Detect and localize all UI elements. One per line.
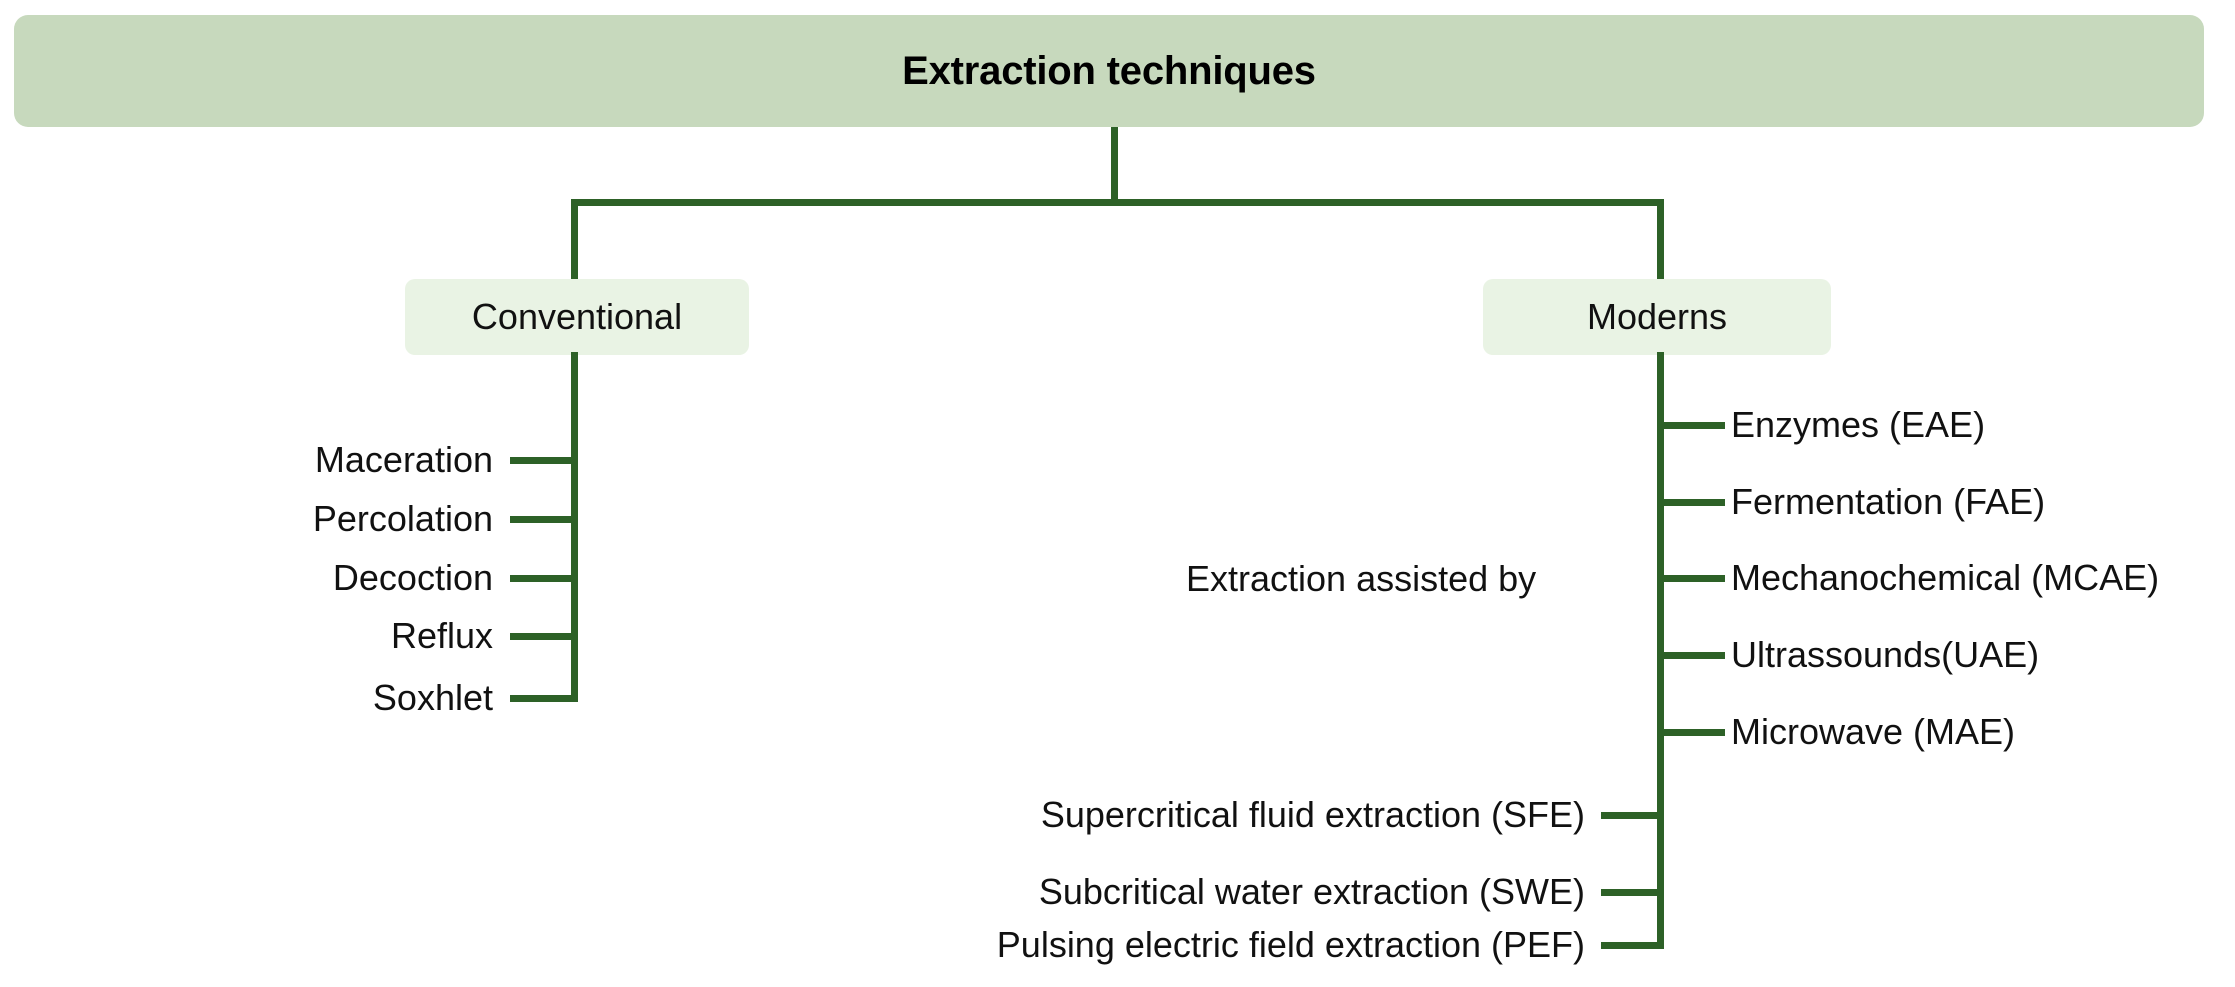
conventional-stub-3 [510, 575, 574, 582]
page-title: Extraction techniques [902, 48, 1316, 93]
moderns-spine [1657, 352, 1664, 949]
conventional-stub-2 [510, 516, 574, 523]
conventional-drop-connector [571, 199, 578, 283]
modern-other-item-1[interactable]: Subcritical water extraction (SWE) [1038, 871, 1585, 912]
assisted-item-2[interactable]: Mechanochemical (MCAE) [1731, 557, 2160, 598]
conventional-item-4[interactable]: Soxhlet [372, 677, 493, 718]
assisted-item-3[interactable]: Ultrassounds(UAE) [1731, 634, 2040, 675]
modern-other-item-2[interactable]: Pulsing electric field extraction (PEF) [996, 924, 1585, 965]
moderns-stub-enzymes [1661, 422, 1725, 429]
moderns-stub-mechanochemical [1661, 575, 1725, 582]
conventional-item-1[interactable]: Percolation [312, 498, 493, 539]
conventional-stub-4 [510, 633, 574, 640]
branch-node-conventional-label: Conventional [471, 296, 683, 337]
assisted-item-4[interactable]: Microwave (MAE) [1731, 711, 2016, 752]
conventional-stub-1 [510, 457, 574, 464]
conventional-spine [571, 352, 578, 702]
conventional-item-2[interactable]: Decoction [332, 557, 493, 598]
conventional-item-3[interactable]: Reflux [390, 615, 493, 656]
bus-connector [571, 199, 1664, 206]
moderns-stub-pef [1601, 942, 1661, 949]
assisted-by-label: Extraction assisted by [1186, 558, 1537, 599]
conventional-item-0[interactable]: Maceration [314, 439, 493, 480]
moderns-drop-connector [1657, 199, 1664, 283]
diagram-title-box: Extraction techniques [14, 15, 2204, 127]
assisted-item-0[interactable]: Enzymes (EAE) [1731, 404, 1986, 445]
conventional-stub-5 [510, 695, 574, 702]
moderns-stub-sfe [1601, 812, 1661, 819]
branch-node-conventional[interactable]: Conventional [405, 279, 749, 355]
modern-other-item-0[interactable]: Supercritical fluid extraction (SFE) [1040, 794, 1585, 835]
branch-node-moderns-label: Moderns [1586, 296, 1728, 337]
moderns-stub-ultrassounds [1661, 652, 1725, 659]
moderns-stub-fermentation [1661, 499, 1725, 506]
trunk-connector [1111, 127, 1118, 206]
moderns-stub-microwave [1661, 729, 1725, 736]
moderns-stub-swe [1601, 889, 1661, 896]
assisted-item-1[interactable]: Fermentation (FAE) [1731, 481, 2046, 522]
branch-node-moderns[interactable]: Moderns [1483, 279, 1831, 355]
